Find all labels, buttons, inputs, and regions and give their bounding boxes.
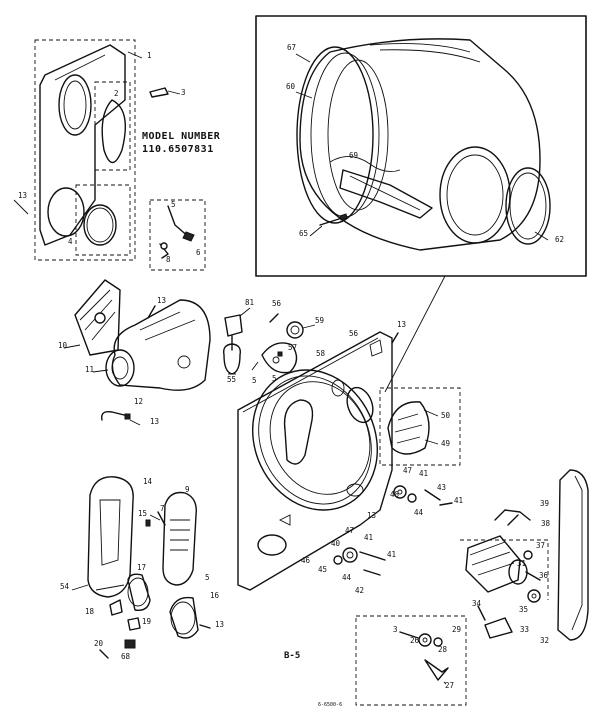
- part-number-p13b: 13: [157, 296, 166, 305]
- part-number-p5a: 5: [171, 200, 176, 209]
- model-number-label: MODEL NUMBER 110.6507831: [142, 131, 221, 155]
- part-number-p45: 45: [318, 565, 327, 574]
- part-number-p16: 16: [210, 591, 220, 600]
- part-number-p36: 36: [539, 571, 549, 580]
- part-number-p38: 38: [541, 519, 551, 528]
- switch-bracket-group: [149, 199, 206, 271]
- part-number-p60: 60: [286, 82, 296, 91]
- part-number-p31: 31: [517, 559, 526, 568]
- part-number-p4: 4: [68, 237, 73, 246]
- part-number-p41d: 41: [387, 550, 396, 559]
- part-number-p56b: 56: [349, 329, 359, 338]
- part-number-p20: 20: [94, 639, 104, 648]
- rear-bulkhead: [237, 331, 461, 591]
- model-number-value: 110.6507831: [142, 144, 214, 155]
- part-number-p59: 59: [315, 316, 324, 325]
- part-number-p19: 19: [142, 617, 151, 626]
- part-number-p8: 8: [166, 255, 171, 264]
- part-number-p39: 39: [540, 499, 549, 508]
- part-number-p5b: 5: [205, 573, 210, 582]
- footer-code: 6-6500-6: [318, 702, 342, 708]
- part-number-p47: 47: [403, 466, 412, 475]
- part-number-p37: 37: [536, 541, 545, 550]
- part-number-p55: 55: [227, 375, 236, 384]
- part-number-p57: 57: [288, 343, 297, 352]
- part-number-p41a: 41: [419, 469, 428, 478]
- part-number-p62: 62: [555, 235, 564, 244]
- part-number-p29: 29: [452, 625, 461, 634]
- part-number-p56: 56: [272, 299, 282, 308]
- part-number-p41b: 41: [454, 496, 463, 505]
- part-number-p28: 28: [438, 645, 448, 654]
- light-thermostat-group: [222, 307, 316, 375]
- part-number-p1: 1: [147, 51, 152, 60]
- page-code: B-5: [284, 651, 300, 661]
- part-number-p13c: 13: [150, 417, 159, 426]
- part-number-p5c: 5: [252, 376, 257, 385]
- part-number-p40: 40: [331, 539, 341, 548]
- part-number-p13d: 13: [397, 320, 406, 329]
- motor-assembly: [460, 469, 589, 641]
- part-number-p6: 6: [196, 248, 201, 257]
- part-number-p5d: 5: [272, 374, 277, 383]
- part-number-p44b: 44: [342, 573, 352, 582]
- part-number-p35: 35: [519, 605, 528, 614]
- part-number-p14: 14: [143, 477, 153, 486]
- part-number-p18: 18: [85, 607, 95, 616]
- part-number-p65: 65: [299, 229, 308, 238]
- part-number-p7: 7: [160, 504, 165, 513]
- roller-group: [355, 615, 467, 706]
- idler-hardware: [333, 485, 453, 576]
- part-number-p10: 10: [58, 341, 68, 350]
- part-number-p3: 3: [181, 88, 186, 97]
- part-number-p15: 15: [138, 509, 147, 518]
- part-number-p27: 27: [445, 681, 454, 690]
- model-number-title: MODEL NUMBER: [142, 131, 221, 142]
- part-number-p46: 46: [301, 556, 311, 565]
- part-number-p43: 43: [437, 483, 446, 492]
- part-number-p26: 26: [410, 636, 420, 645]
- part-number-p13f: 13: [215, 620, 224, 629]
- part-number-p50: 50: [441, 411, 451, 420]
- lint-duct-group: [71, 476, 211, 659]
- part-number-p48: 48: [390, 490, 400, 499]
- part-number-p11: 11: [85, 365, 94, 374]
- part-number-p17: 17: [137, 563, 146, 572]
- part-number-p49: 49: [441, 439, 450, 448]
- part-number-p41c: 41: [364, 533, 373, 542]
- part-number-p67: 67: [287, 43, 296, 52]
- part-number-p3b: 3: [393, 625, 398, 634]
- drum-inset: [255, 15, 587, 277]
- blower-assembly: [63, 279, 211, 426]
- part-number-p34: 34: [472, 599, 482, 608]
- part-number-p54: 54: [60, 582, 70, 591]
- part-number-p69: 69: [349, 151, 358, 160]
- part-number-p33: 33: [520, 625, 529, 634]
- part-number-p12: 12: [134, 397, 143, 406]
- part-number-p68: 68: [121, 652, 131, 661]
- part-number-p47b: 47: [345, 526, 354, 535]
- part-number-p81: 81: [245, 298, 254, 307]
- part-number-p13a: 13: [18, 191, 27, 200]
- part-number-p2: 2: [114, 89, 119, 98]
- part-number-p42: 42: [355, 586, 364, 595]
- front-panel-group: [13, 39, 181, 261]
- part-number-p32: 32: [540, 636, 549, 645]
- part-number-p58: 58: [316, 349, 326, 358]
- part-number-p9: 9: [185, 485, 190, 494]
- part-number-p44: 44: [414, 508, 424, 517]
- part-number-p13e: 13: [367, 511, 376, 520]
